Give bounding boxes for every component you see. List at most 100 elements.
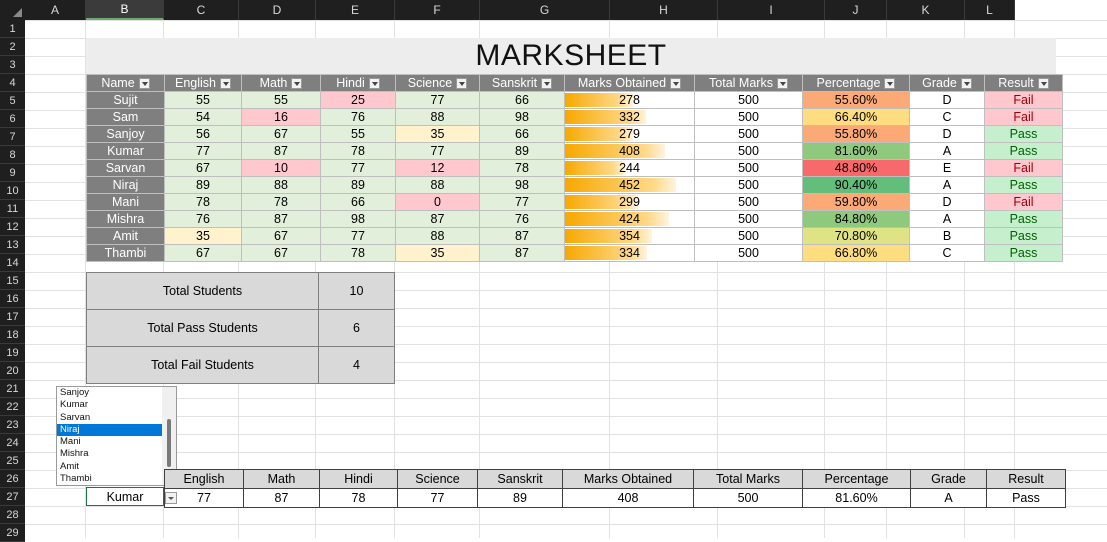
english-score-cell[interactable]: 55 <box>164 91 242 109</box>
marks-obtained-cell[interactable]: 452 <box>564 176 695 194</box>
sanskrit-score-cell[interactable]: 89 <box>479 142 565 160</box>
grade-cell[interactable]: A <box>909 142 985 160</box>
student-name-cell[interactable]: Mani <box>86 193 165 211</box>
hindi-score-cell[interactable]: 55 <box>320 125 396 143</box>
english-score-cell[interactable]: 54 <box>164 108 242 126</box>
filter-dropdown-icon[interactable] <box>291 78 303 90</box>
percentage-cell[interactable]: 55.80% <box>802 125 910 143</box>
hindi-score-cell[interactable]: 89 <box>320 176 396 194</box>
lookup-value[interactable]: 77 <box>397 488 478 508</box>
listbox-scrollbar[interactable] <box>162 387 176 485</box>
column-header[interactable]: C <box>164 0 239 20</box>
percentage-cell[interactable]: 90.40% <box>802 176 910 194</box>
percentage-cell[interactable]: 66.40% <box>802 108 910 126</box>
math-score-cell[interactable]: 87 <box>241 142 321 160</box>
percentage-cell[interactable]: 81.60% <box>802 142 910 160</box>
math-score-cell[interactable]: 78 <box>241 193 321 211</box>
filter-dropdown-icon[interactable] <box>368 78 380 90</box>
sanskrit-score-cell[interactable]: 98 <box>479 176 565 194</box>
student-name-cell[interactable]: Sarvan <box>86 159 165 177</box>
grade-cell[interactable]: B <box>909 227 985 245</box>
row-header[interactable]: 28 <box>0 506 25 524</box>
marks-obtained-cell[interactable]: 354 <box>564 227 695 245</box>
listbox-item[interactable]: Sarvan <box>60 411 91 423</box>
column-header[interactable]: D <box>239 0 316 20</box>
math-score-cell[interactable]: 67 <box>241 227 321 245</box>
total-marks-cell[interactable]: 500 <box>694 193 803 211</box>
total-marks-cell[interactable]: 500 <box>694 244 803 262</box>
student-name-cell[interactable]: Amit <box>86 227 165 245</box>
sanskrit-score-cell[interactable]: 78 <box>479 159 565 177</box>
filter-dropdown-icon[interactable] <box>456 78 468 90</box>
result-cell[interactable]: Pass <box>984 210 1063 228</box>
english-score-cell[interactable]: 78 <box>164 193 242 211</box>
row-header[interactable]: 27 <box>0 488 25 506</box>
total-marks-cell[interactable]: 500 <box>694 159 803 177</box>
row-header[interactable]: 15 <box>0 272 25 290</box>
english-score-cell[interactable]: 35 <box>164 227 242 245</box>
lookup-value[interactable]: 78 <box>319 488 398 508</box>
sanskrit-score-cell[interactable]: 66 <box>479 125 565 143</box>
lookup-value[interactable]: 81.60% <box>802 488 911 508</box>
percentage-cell[interactable]: 66.80% <box>802 244 910 262</box>
student-name-cell[interactable]: Sanjoy <box>86 125 165 143</box>
filter-dropdown-icon[interactable] <box>138 78 150 90</box>
science-score-cell[interactable]: 35 <box>395 244 480 262</box>
row-header[interactable]: 23 <box>0 416 25 434</box>
hindi-score-cell[interactable]: 78 <box>320 142 396 160</box>
row-header[interactable]: 6 <box>0 110 25 128</box>
hindi-score-cell[interactable]: 98 <box>320 210 396 228</box>
english-score-cell[interactable]: 67 <box>164 244 242 262</box>
column-header[interactable]: H <box>610 0 718 20</box>
hindi-score-cell[interactable]: 25 <box>320 91 396 109</box>
sanskrit-score-cell[interactable]: 66 <box>479 91 565 109</box>
filter-dropdown-icon[interactable] <box>960 78 972 90</box>
column-header[interactable]: B <box>86 0 164 20</box>
student-name-cell[interactable]: Niraj <box>86 176 165 194</box>
row-header[interactable]: 1 <box>0 20 25 38</box>
marks-obtained-cell[interactable]: 424 <box>564 210 695 228</box>
total-marks-cell[interactable]: 500 <box>694 227 803 245</box>
column-header[interactable]: A <box>25 0 86 20</box>
marks-obtained-cell[interactable]: 299 <box>564 193 695 211</box>
math-score-cell[interactable]: 67 <box>241 244 321 262</box>
sanskrit-score-cell[interactable]: 77 <box>479 193 565 211</box>
column-header[interactable]: L <box>965 0 1015 20</box>
column-header[interactable]: I <box>718 0 825 20</box>
row-header[interactable]: 4 <box>0 74 25 92</box>
result-cell[interactable]: Pass <box>984 244 1063 262</box>
listbox-item[interactable]: Niraj <box>57 423 176 437</box>
grade-cell[interactable]: A <box>909 176 985 194</box>
lookup-value[interactable]: 87 <box>243 488 320 508</box>
listbox-item[interactable]: Thambi <box>60 473 92 485</box>
student-name-cell[interactable]: Sujit <box>86 91 165 109</box>
hindi-score-cell[interactable]: 66 <box>320 193 396 211</box>
total-marks-cell[interactable]: 500 <box>694 91 803 109</box>
listbox-item[interactable]: Amit <box>60 460 79 472</box>
result-cell[interactable]: Pass <box>984 142 1063 160</box>
student-name-cell[interactable]: Sam <box>86 108 165 126</box>
row-header[interactable]: 14 <box>0 254 25 272</box>
filter-dropdown-icon[interactable] <box>1037 78 1049 90</box>
filter-dropdown-icon[interactable] <box>776 78 788 90</box>
grade-cell[interactable]: A <box>909 210 985 228</box>
total-marks-cell[interactable]: 500 <box>694 108 803 126</box>
total-marks-cell[interactable]: 500 <box>694 210 803 228</box>
total-marks-cell[interactable]: 500 <box>694 142 803 160</box>
hindi-score-cell[interactable]: 77 <box>320 227 396 245</box>
english-score-cell[interactable]: 89 <box>164 176 242 194</box>
lookup-value[interactable]: 408 <box>562 488 694 508</box>
result-cell[interactable]: Fail <box>984 159 1063 177</box>
select-all-corner[interactable] <box>0 0 25 20</box>
row-header[interactable]: 29 <box>0 524 25 542</box>
row-header[interactable]: 20 <box>0 362 25 380</box>
marks-obtained-cell[interactable]: 244 <box>564 159 695 177</box>
math-score-cell[interactable]: 16 <box>241 108 321 126</box>
lookup-value[interactable]: 89 <box>477 488 563 508</box>
result-cell[interactable]: Pass <box>984 125 1063 143</box>
result-cell[interactable]: Pass <box>984 227 1063 245</box>
marks-obtained-cell[interactable]: 408 <box>564 142 695 160</box>
column-header[interactable]: G <box>480 0 610 20</box>
